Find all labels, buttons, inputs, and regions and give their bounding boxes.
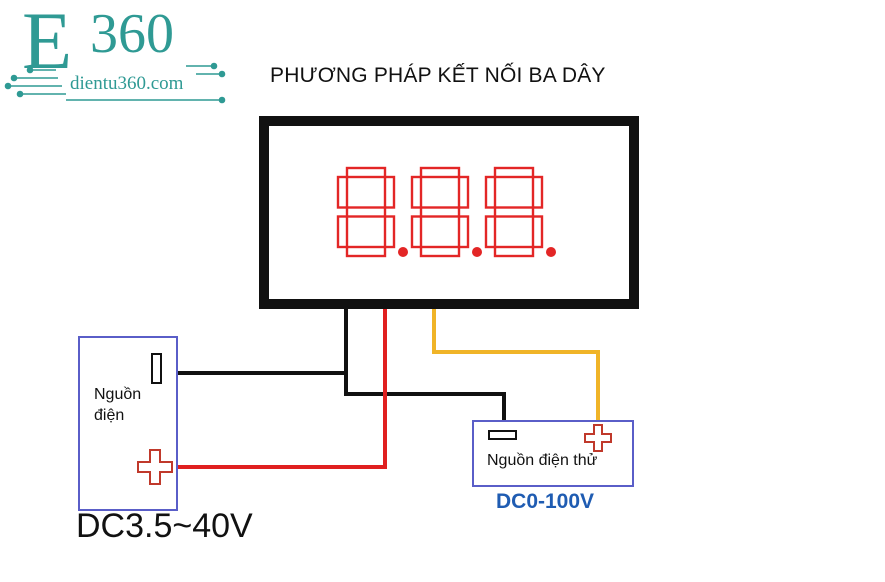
segment-b xyxy=(383,175,396,209)
power-source-label-line2: điện xyxy=(94,407,125,424)
digit-2 xyxy=(410,166,482,258)
seven-segment-display xyxy=(336,166,556,258)
power-source-label: Nguồn điện xyxy=(94,384,141,426)
decimal-point xyxy=(546,247,556,257)
logo-circuit-lines xyxy=(4,62,226,104)
power-minus-terminal xyxy=(151,353,162,384)
segment-e xyxy=(336,215,349,249)
segment-f xyxy=(410,175,423,209)
test-source-range: DC0-100V xyxy=(496,490,595,513)
logo-letter: E xyxy=(22,0,73,86)
segment-f xyxy=(336,175,349,209)
logo-site: dientu360.com xyxy=(70,73,184,94)
segment-c xyxy=(457,215,470,249)
digit-1 xyxy=(336,166,408,258)
voltmeter-frame xyxy=(259,116,639,309)
red-wire xyxy=(175,304,387,469)
segment-g xyxy=(419,206,461,218)
segment-b xyxy=(457,175,470,209)
segment-f xyxy=(484,175,497,209)
segment-a xyxy=(419,166,461,179)
digit-3 xyxy=(484,166,556,258)
power-source-range: DC3.5~40V xyxy=(76,507,253,545)
segment-g xyxy=(493,206,535,218)
segment-d xyxy=(493,245,535,258)
segment-d xyxy=(419,245,461,258)
test-plus-icon xyxy=(584,424,612,452)
segment-e xyxy=(484,215,497,249)
black-wire xyxy=(160,304,506,421)
segment-e xyxy=(410,215,423,249)
test-minus-terminal xyxy=(488,430,517,440)
power-plus-icon xyxy=(137,449,173,485)
decimal-point xyxy=(472,247,482,257)
logo-number: 360 xyxy=(90,3,174,65)
yellow-wire xyxy=(432,304,600,424)
segment-d xyxy=(345,245,387,258)
decimal-point xyxy=(398,247,408,257)
diagram-title: PHƯƠNG PHÁP KẾT NỐI BA DÂY xyxy=(270,64,606,87)
test-source-label: Nguồn điện thử xyxy=(487,452,598,469)
segment-g xyxy=(345,206,387,218)
power-source-label-line1: Nguồn xyxy=(94,386,142,403)
segment-b xyxy=(531,175,544,209)
segment-a xyxy=(493,166,535,179)
segment-c xyxy=(383,215,396,249)
segment-a xyxy=(345,166,387,179)
segment-c xyxy=(531,215,544,249)
